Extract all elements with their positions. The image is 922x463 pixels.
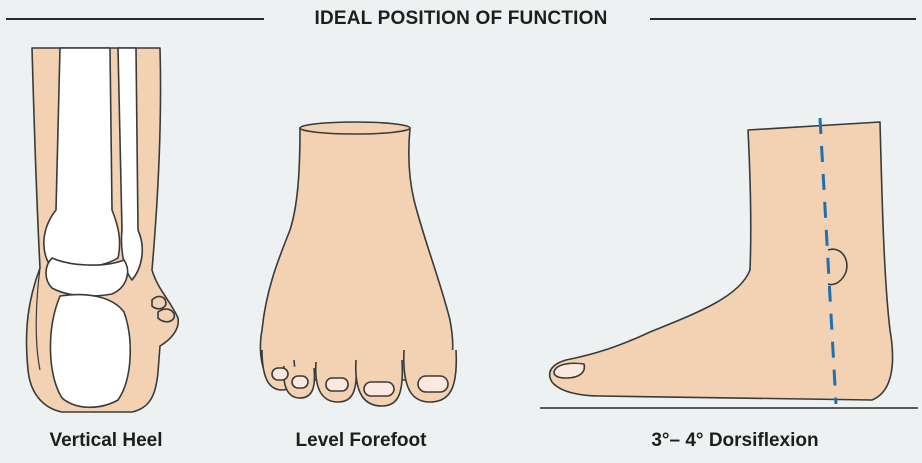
caption-vertical-heel: Vertical Heel xyxy=(49,430,163,451)
title-rule-right xyxy=(650,18,916,20)
level-forefoot-illustration xyxy=(259,121,458,407)
vertical-heel-illustration xyxy=(25,47,180,413)
caption-level-forefoot: Level Forefoot xyxy=(295,430,427,451)
dorsiflexion-illustration xyxy=(540,117,918,409)
page-title: IDEAL POSITION OF FUNCTION xyxy=(314,8,608,29)
caption-dorsiflexion: 3°– 4° Dorsiflexion xyxy=(651,430,819,451)
title-rule-left xyxy=(6,18,264,20)
title-row: IDEAL POSITION OF FUNCTION xyxy=(0,6,922,32)
